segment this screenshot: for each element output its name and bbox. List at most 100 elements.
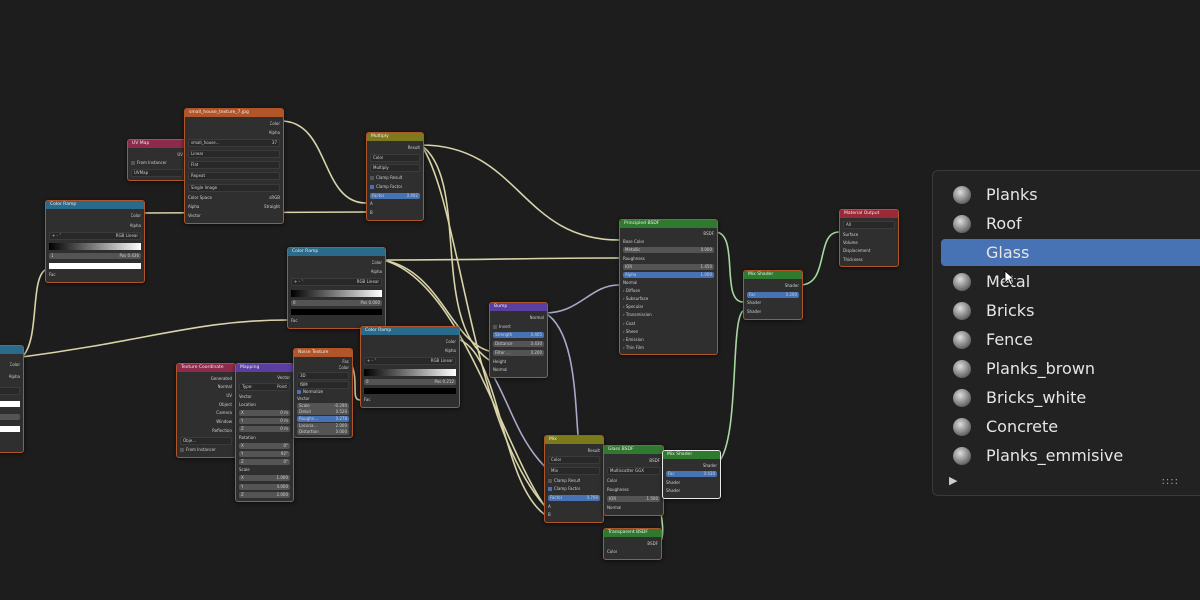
dropdown[interactable]: + - ˅RGB Linear — [364, 357, 456, 366]
checkbox[interactable]: From Instancer — [180, 447, 232, 453]
checkbox-icon[interactable] — [370, 184, 374, 189]
material-item[interactable]: Bricks_white — [941, 384, 1200, 411]
node-header[interactable]: Transparent BSDF — [604, 529, 661, 537]
dropdown[interactable]: small_house...37 — [188, 139, 280, 148]
node-header[interactable] — [0, 346, 23, 354]
dropdown[interactable]: 3D — [297, 371, 349, 380]
value-field[interactable]: Scale-0.290 — [297, 402, 349, 409]
checkbox[interactable]: Invert — [493, 324, 544, 330]
checkbox-icon[interactable] — [297, 390, 301, 395]
checkbox[interactable]: Clamp Factor — [370, 184, 420, 190]
node-header[interactable]: Bump — [490, 303, 547, 311]
dropdown[interactable]: Flat — [188, 161, 280, 170]
dropdown[interactable]: + - ˅RGB Linear — [49, 231, 141, 240]
dropdown[interactable]: Color — [548, 456, 600, 465]
checkbox[interactable]: From Instancer — [131, 160, 183, 166]
material-item[interactable]: Concrete — [941, 413, 1200, 440]
dropdown[interactable]: Color — [370, 153, 420, 162]
color-ramp[interactable] — [291, 289, 382, 297]
dropdown[interactable]: fBM — [297, 380, 349, 389]
checkbox[interactable]: Clamp Result — [370, 175, 420, 181]
node-header[interactable]: Mix Shader — [744, 271, 802, 279]
checkbox[interactable]: Clamp Factor — [548, 486, 600, 492]
node-header[interactable]: Principled BSDF — [620, 220, 717, 228]
material-item[interactable]: Metal — [941, 268, 1200, 295]
checkbox[interactable]: Clamp Result — [548, 478, 600, 484]
resize-grip-icon[interactable]: :::: — [1161, 476, 1179, 487]
node-header[interactable]: small_house_texture_7.jpg — [185, 109, 283, 117]
dropdown[interactable]: All — [843, 221, 895, 230]
material-item[interactable]: Glass — [941, 239, 1200, 266]
node-header[interactable]: Noise Texture — [294, 349, 352, 357]
value-field[interactable] — [0, 413, 20, 420]
node-header[interactable]: Glass BSDF — [604, 446, 663, 454]
material-item[interactable]: Roof — [941, 210, 1200, 237]
dropdown[interactable]: Obje... — [180, 436, 232, 445]
dropdown[interactable]: Multiply — [370, 164, 420, 173]
value-field[interactable]: Lacuna...2.000 — [297, 422, 349, 429]
checkbox-icon[interactable] — [493, 324, 497, 329]
value-field[interactable]: Roughn...0.278 — [297, 415, 349, 422]
dropdown[interactable]: Linear — [188, 150, 280, 159]
node-header[interactable]: Color Ramp — [46, 201, 144, 209]
checkbox[interactable]: Normalize — [297, 389, 349, 395]
node-header[interactable]: Texture Coordinate — [177, 364, 235, 372]
color-ramp[interactable] — [49, 243, 141, 250]
node-header[interactable]: Color Ramp — [288, 248, 385, 256]
material-item[interactable]: Planks_brown — [941, 355, 1200, 382]
dropdown[interactable]: Mix — [548, 466, 600, 475]
dropdown[interactable]: Multiscatter GGX — [607, 467, 660, 475]
material-item[interactable]: Planks_emmisive — [941, 442, 1200, 469]
material-item[interactable]: Planks — [941, 181, 1200, 208]
checkbox-icon[interactable] — [548, 487, 552, 492]
checkbox-icon[interactable] — [370, 176, 374, 181]
dropdown[interactable]: Single Image — [188, 183, 280, 192]
dropdown[interactable]: Type:Point — [239, 383, 290, 392]
node-header[interactable]: Multiply — [367, 133, 423, 141]
color-ramp[interactable] — [364, 368, 456, 376]
dropdown[interactable] — [0, 386, 20, 395]
checkbox-icon[interactable] — [131, 161, 135, 165]
material-item[interactable]: Bricks — [941, 297, 1200, 324]
node-header[interactable]: Mix — [545, 436, 603, 444]
node-header[interactable]: Mix Shader — [663, 451, 720, 459]
node-header[interactable]: Material Output — [840, 210, 898, 218]
material-item[interactable]: Fence — [941, 326, 1200, 353]
dropdown[interactable]: Repeat — [188, 172, 280, 181]
